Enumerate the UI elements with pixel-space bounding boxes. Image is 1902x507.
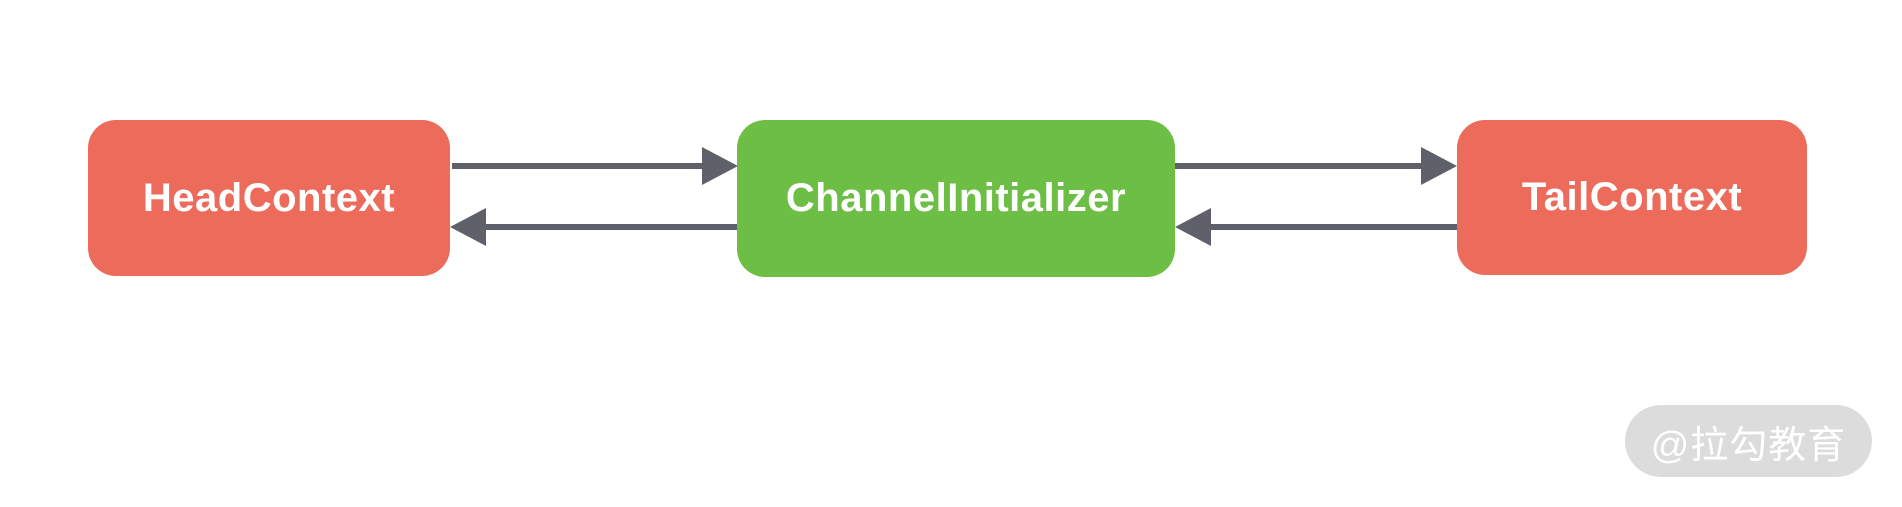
- arrowhead-right-icon: [1421, 147, 1457, 185]
- watermark-label: @拉勾教育: [1650, 424, 1847, 467]
- node-channelinitializer-label: ChannelInitializer: [785, 176, 1127, 220]
- arrowhead-right-icon: [702, 147, 738, 185]
- arrow-shaft: [1211, 224, 1457, 230]
- arrow-shaft: [452, 163, 706, 169]
- node-headcontext: HeadContext: [88, 120, 450, 276]
- node-headcontext-label: HeadContext: [142, 175, 396, 220]
- node-tailcontext-label: TailContext: [1521, 175, 1743, 219]
- arrowhead-left-icon: [1175, 208, 1211, 246]
- node-tailcontext: TailContext: [1457, 120, 1807, 275]
- watermark-badge: @拉勾教育: [1625, 405, 1872, 477]
- arrowhead-left-icon: [450, 208, 486, 246]
- arrow-shaft: [486, 224, 737, 230]
- node-channelinitializer: ChannelInitializer: [737, 120, 1175, 277]
- arrow-shaft: [1175, 163, 1425, 169]
